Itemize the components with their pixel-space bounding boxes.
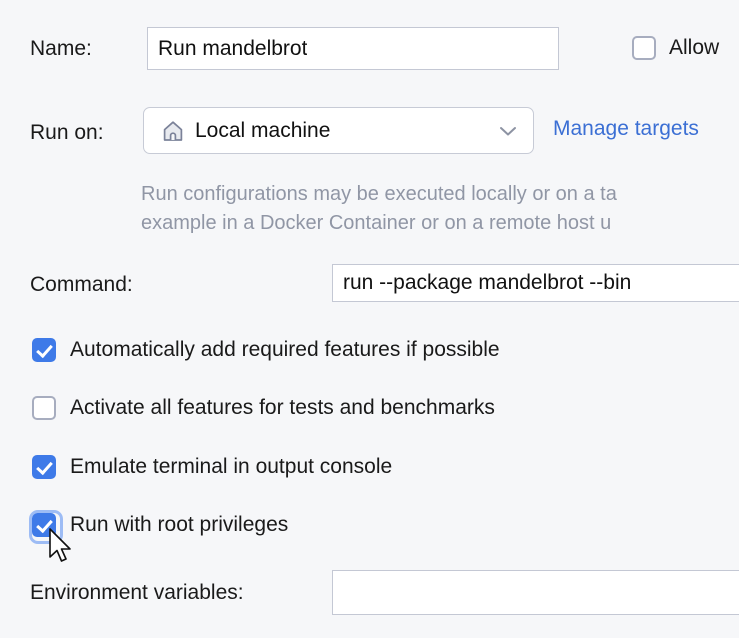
name-input-value: Run mandelbrot [158,36,308,60]
allow-checkbox-label: Allow [669,36,720,59]
chevron-down-icon[interactable] [499,125,517,137]
environment-variables-label: Environment variables: [30,581,244,604]
run-on-dropdown[interactable]: Local machine [143,107,534,154]
checkbox-row-emulate-terminal[interactable]: Emulate terminal in output console [32,455,392,479]
checkbox-row-auto-add-features[interactable]: Automatically add required features if p… [32,338,500,362]
hint-line-2: example in a Docker Container or on a re… [141,212,612,234]
emulate-terminal-label: Emulate terminal in output console [70,455,393,478]
auto-add-features-checkbox[interactable] [32,338,56,362]
name-label: Name: [30,37,92,60]
home-icon [163,120,183,141]
name-input[interactable]: Run mandelbrot [147,27,559,70]
run-with-root-privileges-label: Run with root privileges [70,513,289,536]
run-with-root-privileges-checkbox[interactable] [29,510,63,544]
environment-variables-input[interactable] [332,570,739,615]
allow-checkbox[interactable] [632,36,656,60]
run-on-hint-text: Run configurations may be executed local… [141,180,739,238]
checkbox-row-run-with-root-privileges[interactable]: Run with root privileges [29,510,289,544]
checkbox-row-activate-all-features[interactable]: Activate all features for tests and benc… [32,396,495,420]
activate-all-features-checkbox[interactable] [32,396,56,420]
command-label: Command: [30,273,133,296]
allow-checkbox-row[interactable]: Allow [632,36,719,60]
command-input-value: run --package mandelbrot --bin [343,271,632,294]
auto-add-features-label: Automatically add required features if p… [70,338,500,361]
hint-line-1: Run configurations may be executed local… [141,183,617,205]
activate-all-features-label: Activate all features for tests and benc… [70,396,495,419]
run-on-label: Run on: [30,121,104,144]
emulate-terminal-checkbox[interactable] [32,455,56,479]
command-input[interactable]: run --package mandelbrot --bin [332,264,739,302]
focus-ring [29,510,63,544]
run-on-selected-value: Local machine [195,118,331,142]
manage-targets-link[interactable]: Manage targets [553,117,699,140]
